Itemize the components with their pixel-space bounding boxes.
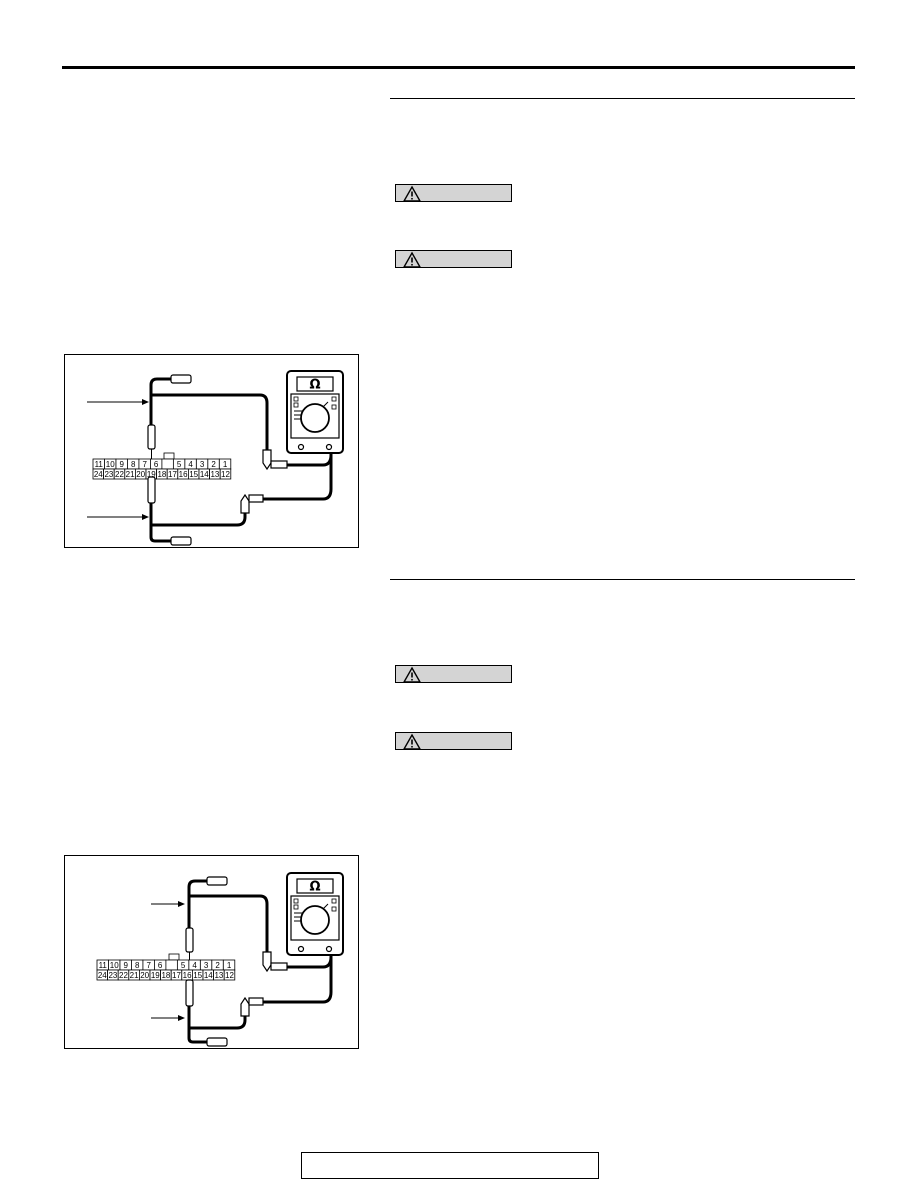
- connector-pin-label: 23: [108, 971, 117, 980]
- connector-pin-label: 17: [168, 470, 177, 479]
- connector-pin-label: 18: [157, 470, 166, 479]
- connector-pin-label: 5: [177, 460, 182, 469]
- connector-pin-label: 16: [183, 971, 192, 980]
- connector-pin-label: 15: [189, 470, 198, 479]
- connector-pin-label: 9: [119, 460, 124, 469]
- ohm-symbol: Ω: [309, 880, 320, 895]
- connector-pin-label: 11: [99, 961, 108, 970]
- connector-pin-label: 9: [123, 961, 128, 970]
- connector-pin-label: 5: [181, 961, 186, 970]
- connector-pin-label: 11: [95, 460, 104, 469]
- probe-tip-icon: [170, 374, 192, 384]
- connector-pin-label: 10: [110, 961, 119, 970]
- connector-pin-label: 16: [179, 470, 188, 479]
- probe-tip-icon: [170, 536, 192, 546]
- connector-pin-label: 17: [172, 971, 181, 980]
- caution-box: [395, 732, 512, 750]
- probe-tip-icon: [206, 876, 228, 886]
- connector-pin-label: 15: [193, 971, 202, 980]
- warning-triangle-icon: [402, 733, 422, 750]
- connector-pin-label: 1: [223, 460, 228, 469]
- connector-pin-label: 24: [94, 470, 103, 479]
- connector-pin-label: 10: [106, 460, 115, 469]
- caution-box: [395, 665, 512, 683]
- warning-triangle-icon: [402, 185, 422, 202]
- ohm-symbol: Ω: [309, 378, 320, 393]
- connector-pin-label: 1: [227, 961, 232, 970]
- connector-pin-label: 21: [130, 971, 139, 980]
- warning-triangle-icon: [402, 251, 422, 268]
- connector-pin-label: 20: [140, 971, 149, 980]
- connector-pin-cell: [223, 969, 236, 981]
- ohmmeter-icon: Ω: [286, 872, 344, 956]
- connector-pin-label: 3: [200, 460, 205, 469]
- connector-pin-label: 2: [211, 460, 216, 469]
- connector-pin-label: 2: [215, 961, 220, 970]
- connector-pin-label: 20: [136, 470, 145, 479]
- connector-pin-label: 7: [146, 961, 151, 970]
- connector-pin-label: 24: [98, 971, 107, 980]
- connector-pin-label: 14: [200, 470, 209, 479]
- section-1-rule: [390, 98, 855, 99]
- connector-pin-label: 6: [158, 961, 163, 970]
- connector-lock-icon: [168, 953, 180, 961]
- warning-triangle-icon: [402, 666, 422, 683]
- caution-box: [395, 184, 512, 202]
- connector-pin-label: 13: [210, 470, 219, 479]
- connector-pin-label: 13: [214, 971, 223, 980]
- section-2-rule: [390, 579, 855, 580]
- connector-pin-label: 18: [161, 971, 170, 980]
- connector-pin-label: 6: [154, 460, 159, 469]
- connector-pin-label: 8: [135, 961, 140, 970]
- connector-pin-cell: [161, 458, 174, 470]
- connector-pin-label: 4: [192, 961, 197, 970]
- connector-pin-label: 23: [104, 470, 113, 479]
- connector-pin-label: 7: [142, 460, 147, 469]
- caution-box: [395, 250, 512, 268]
- connector-pin-label: 8: [131, 460, 136, 469]
- connector-pin-label: 22: [115, 470, 124, 479]
- alligator-clip-icon: [240, 949, 333, 1017]
- header-rule: [62, 66, 855, 69]
- alligator-clip-icon: [240, 447, 333, 514]
- connector-pin-label: 12: [225, 971, 234, 980]
- connector-pin-label: 4: [188, 460, 193, 469]
- connector-pin-label: 19: [151, 971, 160, 980]
- connector-pin-label: 22: [119, 971, 128, 980]
- connector-lock-icon: [163, 452, 175, 460]
- connector-pin-label: 19: [147, 470, 156, 479]
- connector-pin-label: 3: [204, 961, 209, 970]
- connector-pin-label: 14: [204, 971, 213, 980]
- connector-pin-label: 21: [126, 470, 135, 479]
- connector-pin-label: 12: [221, 470, 230, 479]
- connector-pin-cell: [165, 959, 178, 971]
- ohmmeter-icon: Ω: [286, 370, 344, 454]
- connector-pin-cell: [219, 468, 232, 480]
- probe-tip-icon: [206, 1037, 228, 1047]
- footer-page-box: [301, 1152, 599, 1179]
